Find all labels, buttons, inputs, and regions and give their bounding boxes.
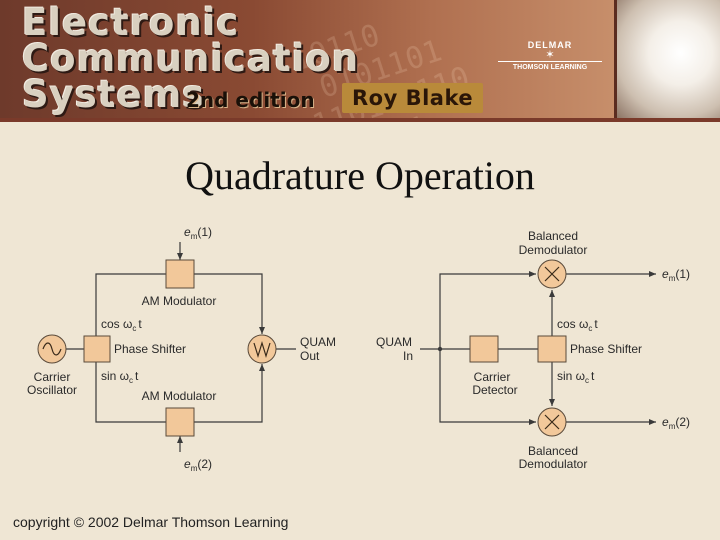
am-modulator-top-label: AM Modulator [142,294,217,308]
demod-phase-shifter-label: Phase Shifter [570,342,642,356]
banner-divider [0,118,720,122]
input-to-bottom-demod-wire [439,349,536,425]
book-title-line-2: Communication [22,37,360,80]
input-to-top-demod-wire [439,271,536,349]
book-author: Roy Blake [342,83,484,113]
balanced-demod-bottom-label-2: Demodulator [519,457,588,471]
multiply-glyph-top [544,266,560,282]
balanced-demod-top-label-2: Demodulator [519,243,588,257]
publisher-name: DELMAR [527,40,573,50]
em1-input-label: em(1) [184,225,212,241]
carrier-detector-label-2: Detector [472,383,517,397]
carrier-oscillator-label-2: Oscillator [27,383,77,397]
publisher-logo: DELMAR ✶ THOMSON LEARNING [498,40,602,71]
bottom-mod-to-summer-wire [194,364,265,423]
book-edition: 2nd edition [186,88,315,112]
demod-output-em1-label: em(1) [662,267,690,283]
em2-input-label: em(2) [184,457,212,473]
am-modulator-bottom-label: AM Modulator [142,389,217,403]
quam-out-label-1: QUAM [300,335,336,349]
phase-shifter-mod-block [83,335,111,363]
phase-shifter-demod-block [537,335,567,363]
summer-filter-icon [247,334,277,364]
carrier-oscillator-label-1: Carrier [34,370,71,384]
shifter-to-top-mod-wire [95,273,166,336]
quam-in-label-1: QUAM [376,335,412,349]
shifter-to-bottom-mod-wire [95,362,166,423]
modulator-section: em(1) em(2) AM Modulator AM Modulator co… [27,225,336,473]
sine-wave-glyph [42,342,62,356]
am-modulator-bottom-block [165,407,195,437]
book-title-line-1: Electronic [22,1,240,44]
am-modulator-top-block [165,259,195,289]
book-banner: 10110 0101101 1101 0110 01101 Electronic… [0,0,720,122]
carrier-detector-label-1: Carrier [474,370,511,384]
demodulator-section: QUAM In Balanced Demodulator Balanced De… [376,229,690,471]
carrier-detector-block [469,335,499,363]
balanced-demod-top-label-1: Balanced [528,229,578,243]
copyright-footer: copyright © 2002 Delmar Thomson Learning [13,514,289,530]
publisher-subname: THOMSON LEARNING [498,61,602,71]
satellite-dish-photo [614,0,720,118]
quam-out-label-2: Out [300,349,320,363]
quam-in-label-2: In [403,349,413,363]
balanced-demod-bottom-label-1: Balanced [528,444,578,458]
slide-title: Quadrature Operation [185,153,535,198]
multiply-glyph-bottom [544,414,560,430]
top-mod-to-summer-wire [194,273,265,334]
demod-output-em2-label: em(2) [662,415,690,431]
publisher-star-icon: ✶ [545,49,555,61]
book-title-line-3: Systems [22,73,206,116]
mod-phase-shifter-label: Phase Shifter [114,342,186,356]
summer-filter-glyph [253,340,271,359]
